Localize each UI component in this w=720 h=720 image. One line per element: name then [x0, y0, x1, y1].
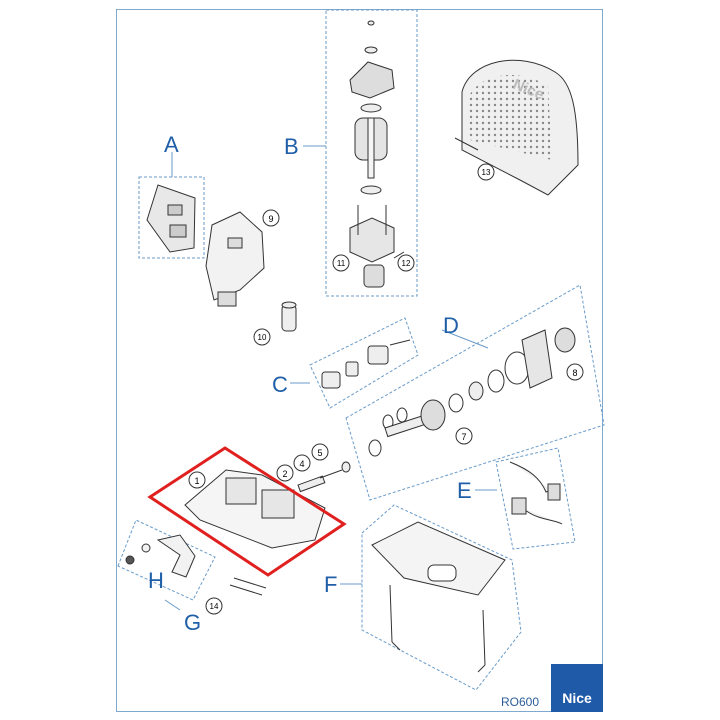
group-box-c: [309, 317, 419, 409]
callout-11: 11: [332, 254, 350, 272]
callout-12: 12: [397, 254, 415, 272]
mounting-bracket: [205, 211, 265, 307]
callout-14: 14: [205, 597, 223, 615]
group-label-e: E: [457, 478, 472, 503]
limit-switch-assembly: [321, 339, 411, 389]
callout-4: 4: [293, 454, 311, 472]
leader-d: [441, 329, 489, 349]
motor-assembly: [349, 20, 405, 288]
callout-10: 10: [253, 328, 271, 346]
group-label-a: A: [164, 132, 179, 157]
callout-10-label: 10: [258, 333, 267, 342]
gear-train: [368, 327, 576, 457]
callout-9-label: 9: [268, 214, 273, 224]
release-handle-assembly: [125, 534, 267, 596]
group-label-d: D: [443, 313, 459, 338]
release-lever: [509, 461, 563, 525]
foundation-plate: [371, 521, 506, 673]
base-housing: [184, 469, 326, 549]
diagram-frame: [116, 9, 603, 712]
group-label-b: B: [284, 134, 299, 159]
callout-13: 13: [477, 163, 495, 181]
callout-8-label: 8: [572, 368, 577, 378]
brand-logo-text: Nice: [562, 690, 592, 706]
highlight-outline: [147, 446, 347, 577]
group-label-f: F: [324, 572, 338, 597]
callout-1-label: 1: [194, 476, 199, 486]
group-box-e: [495, 447, 576, 550]
callout-7-label: 7: [461, 432, 466, 442]
callout-12-label: 12: [402, 259, 411, 268]
callout-2-label: 2: [282, 469, 287, 479]
callout-8: 8: [566, 363, 584, 381]
brand-logo: Nice: [551, 664, 603, 712]
callout-1: 1: [188, 471, 206, 489]
callout-14-label: 14: [210, 602, 219, 611]
callout-13-label: 13: [482, 168, 491, 177]
model-number: RO600: [501, 695, 540, 709]
callout-2: 2: [276, 464, 294, 482]
callout-4-label: 4: [299, 459, 304, 469]
group-box-b: [325, 9, 418, 297]
group-box-d: [345, 284, 605, 501]
control-board: [146, 184, 196, 253]
shaft-components: [297, 461, 351, 493]
capacitor: [281, 301, 297, 332]
callout-9: 9: [262, 209, 280, 227]
part-callouts: 1 2 4 5 7 8 9 10 11 12 13 14: [188, 163, 584, 615]
group-label-c: C: [272, 372, 288, 397]
callout-5-label: 5: [317, 448, 322, 458]
callout-11-label: 11: [337, 259, 346, 268]
group-box-g: [117, 519, 216, 601]
group-box-f: [361, 504, 522, 691]
group-label-g: G: [184, 610, 202, 635]
callout-7: 7: [455, 427, 473, 445]
motor-cover: [454, 59, 579, 196]
leader-g: [164, 599, 181, 611]
group-label-h: H: [148, 568, 164, 593]
callout-5: 5: [311, 443, 329, 461]
